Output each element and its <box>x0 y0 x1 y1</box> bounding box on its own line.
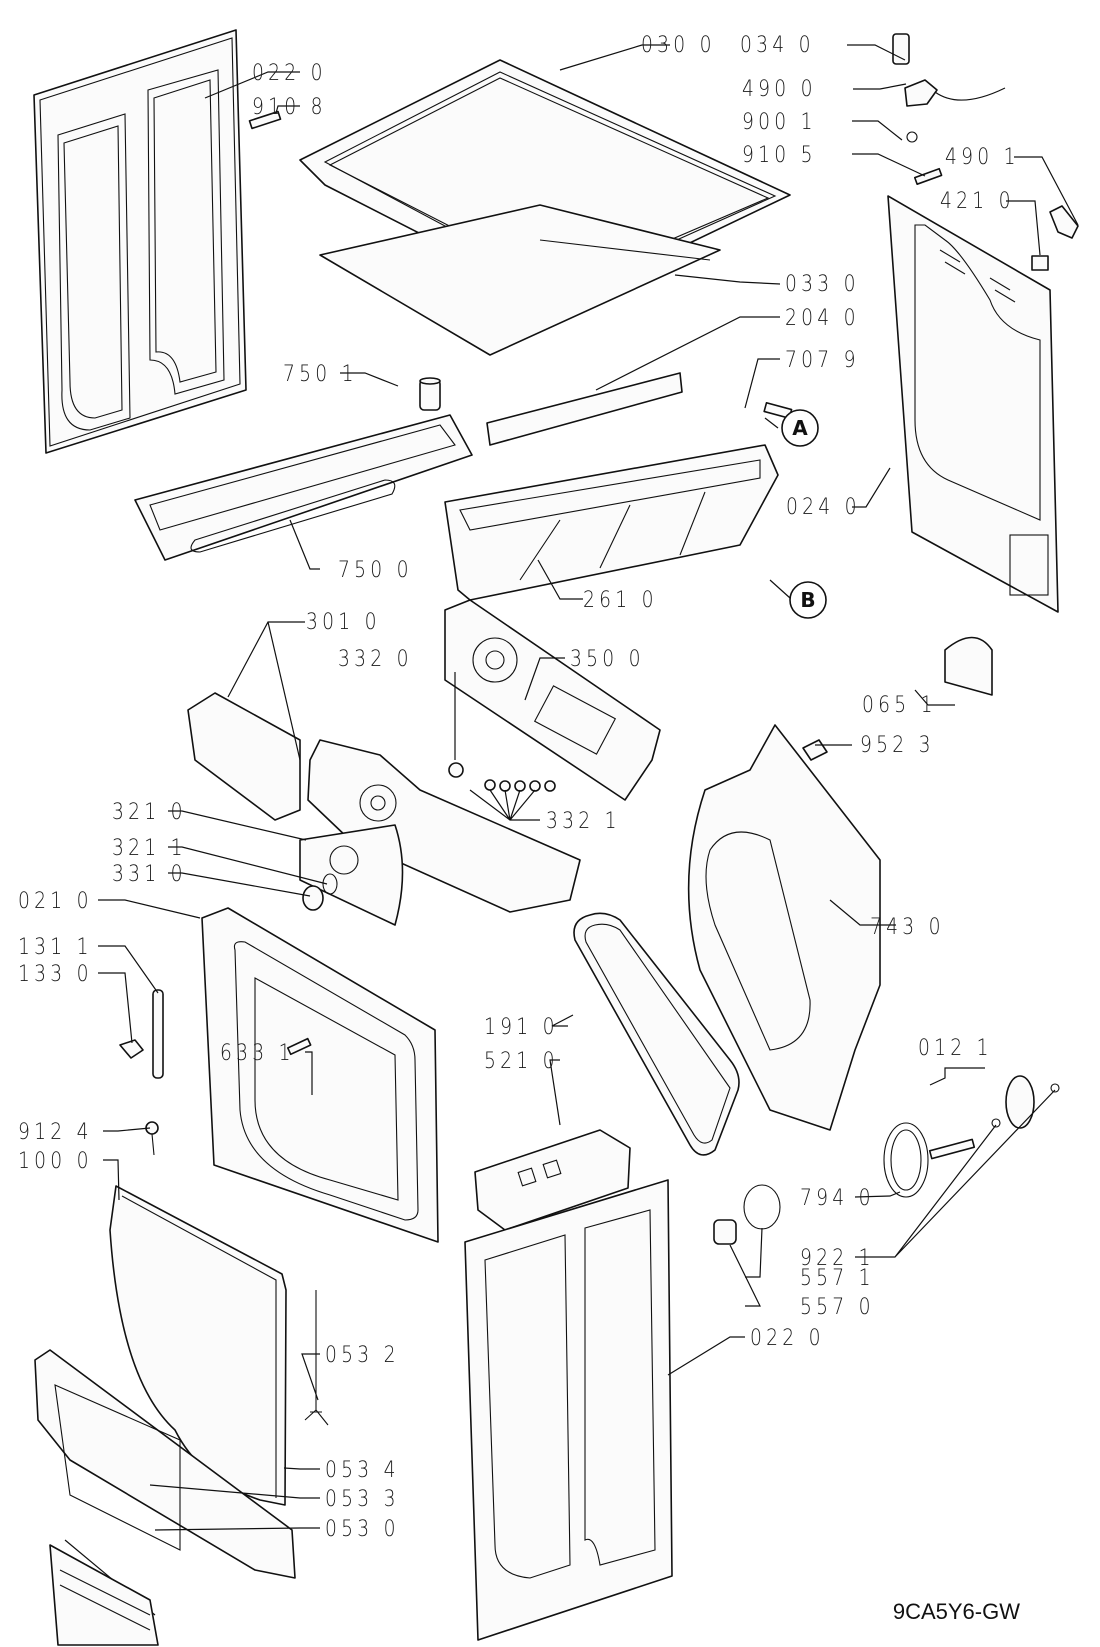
push-button <box>448 762 464 778</box>
door-catch <box>152 989 164 1079</box>
side-panel-right <box>464 1179 673 1641</box>
label-557-1: 557 1 <box>800 1265 875 1291</box>
water-container <box>134 414 473 561</box>
label-022-0-left: 022 0 <box>252 60 327 86</box>
drum-support <box>687 724 881 1131</box>
screw-rear <box>913 167 943 186</box>
container-housing <box>444 444 779 601</box>
cord-strain-relief <box>1049 205 1079 239</box>
model-code: 9CA5Y6-GW <box>892 1599 1020 1624</box>
power-module <box>474 1129 631 1231</box>
label-331-0: 331 0 <box>112 861 187 887</box>
rear-panel <box>887 195 1059 613</box>
label-065-1: 065 1 <box>862 692 937 718</box>
label-332-0: 332 0 <box>338 646 413 672</box>
foot <box>802 739 828 761</box>
label-033-0: 033 0 <box>785 271 860 297</box>
knob-panel <box>299 824 404 926</box>
electronic-board <box>444 599 661 801</box>
rear-cover-plate <box>944 636 993 696</box>
label-922-1: 922 1 <box>800 1245 875 1271</box>
label-021-0: 021 0 <box>18 888 93 914</box>
label-301-0: 301 0 <box>306 609 381 635</box>
label-053-0: 053 0 <box>325 1516 400 1542</box>
label-261-0: 261 0 <box>583 587 658 613</box>
front-panel <box>201 907 439 1243</box>
label-633-1: 633 1 <box>220 1040 295 1066</box>
screw-side-panel <box>248 110 282 130</box>
leader-lines <box>98 44 1079 1531</box>
callout-a: A <box>781 409 819 447</box>
drum-gasket <box>883 1122 929 1198</box>
thermostat <box>713 1219 737 1245</box>
o-ring <box>743 1184 781 1230</box>
label-900-1: 900 1 <box>742 109 817 135</box>
label-053-4: 053 4 <box>325 1457 400 1483</box>
door <box>109 1185 287 1506</box>
kickplate-grille <box>49 1544 159 1646</box>
filter-capacitor <box>1031 255 1049 271</box>
door-seal <box>573 912 740 1156</box>
worktop-bracket <box>892 33 910 65</box>
door-switch-pin <box>286 1037 312 1056</box>
label-053-2: 053 2 <box>325 1342 400 1368</box>
kickplate-spring <box>304 1290 329 1426</box>
label-521-0: 521 0 <box>484 1048 559 1074</box>
top-cover-plate <box>319 204 721 356</box>
label-707-9: 707 9 <box>785 347 860 373</box>
callout-b: B <box>789 581 827 619</box>
side-panel-left <box>33 29 247 454</box>
label-490-1: 490 1 <box>945 144 1020 170</box>
label-332-1: 332 1 <box>546 808 621 834</box>
knob-ring <box>322 873 338 895</box>
label-952-3: 952 3 <box>860 732 935 758</box>
label-053-3: 053 3 <box>325 1486 400 1512</box>
screw-front <box>145 1121 159 1156</box>
label-191-0: 191 0 <box>484 1014 559 1040</box>
label-743-0: 743 0 <box>870 914 945 940</box>
label-910-5: 910 5 <box>742 142 817 168</box>
label-321-0: 321 0 <box>112 799 187 825</box>
part-labels: 022 0 910 8 030 0 034 0 490 0 900 1 910 … <box>18 32 1020 1542</box>
label-034-0: 034 0 <box>740 32 815 58</box>
label-557-0: 557 0 <box>800 1294 875 1320</box>
kickplate-frame <box>34 1349 296 1579</box>
label-204-0: 204 0 <box>785 305 860 331</box>
power-cord <box>904 79 1006 107</box>
label-912-4: 912 4 <box>18 1119 93 1145</box>
catch-hook <box>119 1039 144 1059</box>
programme-knob <box>302 885 324 911</box>
label-490-0: 490 0 <box>742 76 817 102</box>
label-012-1: 012 1 <box>918 1035 993 1061</box>
callout-a-label: A <box>792 416 808 440</box>
label-750-1: 750 1 <box>283 361 358 387</box>
label-024-0: 024 0 <box>786 494 861 520</box>
label-100-0: 100 0 <box>18 1148 93 1174</box>
drum-bearing-kit <box>928 1075 1060 1160</box>
label-131-1: 131 1 <box>18 934 93 960</box>
callout-b-label: B <box>800 588 815 612</box>
label-133-0: 133 0 <box>18 961 93 987</box>
label-022-0-right: 022 0 <box>750 1325 825 1351</box>
button-set <box>484 779 556 792</box>
cable-clamp <box>906 131 918 143</box>
label-750-0: 750 0 <box>338 557 413 583</box>
label-350-0: 350 0 <box>570 646 645 672</box>
label-794-0: 794 0 <box>800 1185 875 1211</box>
control-panel-frame <box>187 692 581 913</box>
label-030-0: 030 0 <box>641 32 716 58</box>
label-910-8: 910 8 <box>252 94 327 120</box>
label-421-0: 421 0 <box>940 188 1015 214</box>
label-321-1: 321 1 <box>112 835 187 861</box>
container-cap <box>419 377 441 411</box>
water-container-rail <box>486 372 683 446</box>
